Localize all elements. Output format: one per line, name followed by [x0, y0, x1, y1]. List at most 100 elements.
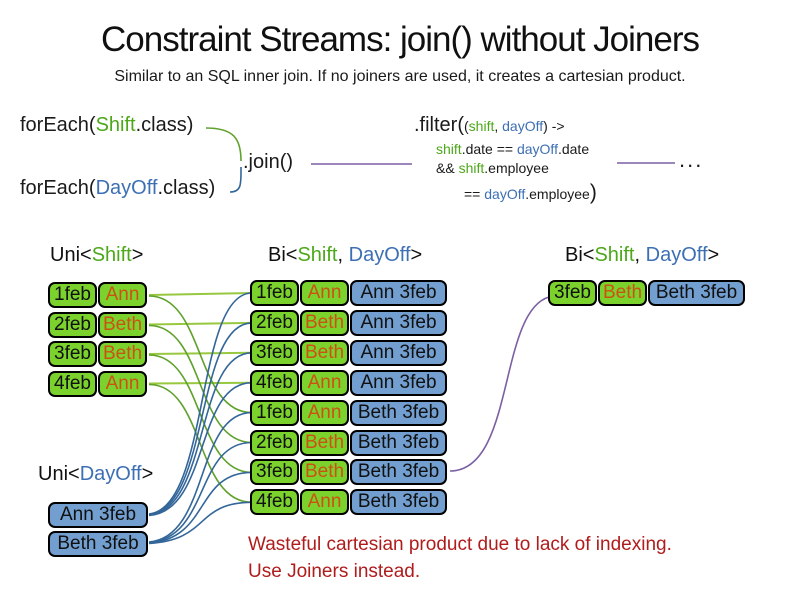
- shift-employee-cell: Ann: [98, 282, 147, 308]
- join-brace-lines: [205, 127, 242, 193]
- code-text: ) ->: [543, 118, 565, 134]
- shift-date-cell: 2feb: [250, 309, 299, 336]
- dayoff-cell: Beth 3feb: [48, 530, 148, 557]
- code-text: (: [464, 118, 469, 134]
- join-to-filter-line: [311, 162, 675, 165]
- warning-line2: Use Joiners instead.: [248, 561, 421, 582]
- code-text: .employee: [484, 160, 549, 176]
- shift-employee-cell: Beth: [98, 341, 147, 367]
- shift-date-cell: 4feb: [48, 370, 97, 397]
- header-text: >: [410, 244, 423, 266]
- uni-dayoff-header: Uni<DayOff>: [38, 463, 153, 486]
- uni-dayoff-row: Beth 3feb: [48, 530, 148, 557]
- code-text: .employee: [525, 186, 590, 202]
- dayoff-arg-token: dayOff: [502, 118, 544, 134]
- dayoff-type-token: DayOff: [645, 244, 708, 266]
- shift-date-cell: 3feb: [250, 459, 299, 486]
- header-text: Uni<: [50, 244, 92, 266]
- shift-type-token: Shift: [594, 244, 635, 266]
- code-text: ): [589, 181, 597, 204]
- shift-type-token: Shift: [91, 244, 132, 266]
- uni-dayoff-row: Ann 3feb: [48, 502, 148, 528]
- header-text: Uni<: [38, 463, 80, 485]
- code-filter-line4: == dayOff.employee): [464, 181, 597, 205]
- dayoff-cell: Beth 3feb: [350, 399, 447, 426]
- code-foreach-dayoff: forEach(DayOff.class): [20, 177, 215, 200]
- header-text: >: [141, 463, 154, 485]
- shift-date-cell: 2feb: [250, 429, 299, 456]
- shift-employee-cell: Beth: [300, 429, 349, 456]
- shift-date-cell: 3feb: [548, 280, 597, 306]
- bi-to-filtered-line: [449, 296, 550, 472]
- dayoff-class-token: DayOff: [95, 177, 158, 199]
- header-text: ,: [337, 244, 349, 266]
- shift-date-cell: 3feb: [48, 341, 97, 367]
- code-text: .class): [135, 114, 194, 136]
- code-filter-line2: shift.date == dayOff.date: [436, 141, 589, 157]
- shift-employee-cell: Ann: [300, 399, 349, 426]
- dayoff-arg-token: dayOff: [516, 141, 558, 157]
- dayoff-cell: Ann 3feb: [48, 502, 148, 528]
- dayoff-cell: Ann 3feb: [350, 369, 447, 396]
- shift-arg-token: shift: [436, 141, 462, 157]
- shift-employee-cell: Beth: [300, 309, 349, 336]
- bi-right-header: Bi<Shift, DayOff>: [565, 244, 719, 267]
- header-text: Bi<: [268, 244, 298, 266]
- dayoff-cell: Beth 3feb: [648, 280, 745, 306]
- shift-employee-cell: Ann: [98, 370, 147, 397]
- shift-to-bi-lines: [148, 292, 253, 504]
- ellipsis-text: ...: [679, 147, 704, 172]
- code-text: ==: [464, 186, 485, 202]
- dayoff-cell: Ann 3feb: [350, 339, 447, 366]
- shift-date-cell: 2feb: [48, 311, 97, 338]
- code-foreach-shift: forEach(Shift.class): [20, 114, 193, 137]
- code-text: forEach(: [20, 114, 96, 136]
- header-text: ,: [634, 244, 646, 266]
- shift-date-cell: 3feb: [250, 339, 299, 366]
- shift-employee-cell: Beth: [98, 311, 147, 338]
- code-text: forEach(: [20, 177, 96, 199]
- code-join: .join(): [243, 151, 294, 173]
- header-text: >: [131, 244, 144, 266]
- dayoff-arg-token: dayOff: [484, 186, 526, 202]
- dayoff-to-bi-lines: [148, 292, 253, 545]
- shift-employee-cell: Beth: [300, 459, 349, 486]
- dayoff-cell: Ann 3feb: [350, 309, 447, 336]
- code-text: .date: [557, 141, 590, 157]
- dayoff-cell: Beth 3feb: [350, 489, 447, 516]
- dayoff-cell: Beth 3feb: [350, 459, 447, 486]
- page-subtitle: Similar to an SQL inner join. If no join…: [114, 68, 686, 85]
- shift-date-cell: 1feb: [250, 280, 299, 306]
- dayoff-type-token: DayOff: [79, 463, 142, 485]
- code-filter-line3: && shift.employee: [436, 160, 549, 176]
- bi-mid-header: Bi<Shift, DayOff>: [268, 244, 422, 267]
- shift-class-token: Shift: [95, 114, 136, 136]
- code-text: .filter(: [414, 114, 464, 136]
- shift-date-cell: 4feb: [250, 369, 299, 396]
- dayoff-type-token: DayOff: [348, 244, 411, 266]
- page-title: Constraint Streams: join() without Joine…: [101, 20, 700, 59]
- shift-date-cell: 1feb: [48, 282, 97, 308]
- header-text: >: [707, 244, 720, 266]
- shift-arg-token: shift: [468, 118, 495, 134]
- uni-shift-header: Uni<Shift>: [50, 244, 143, 267]
- code-filter-line1: .filter((shift, dayOff) ->: [414, 114, 565, 137]
- shift-date-cell: 4feb: [250, 489, 299, 516]
- shift-type-token: Shift: [297, 244, 338, 266]
- shift-arg-token: shift: [458, 160, 485, 176]
- header-text: Bi<: [565, 244, 595, 266]
- warning-text: Wasteful cartesian product due to lack o…: [248, 531, 672, 585]
